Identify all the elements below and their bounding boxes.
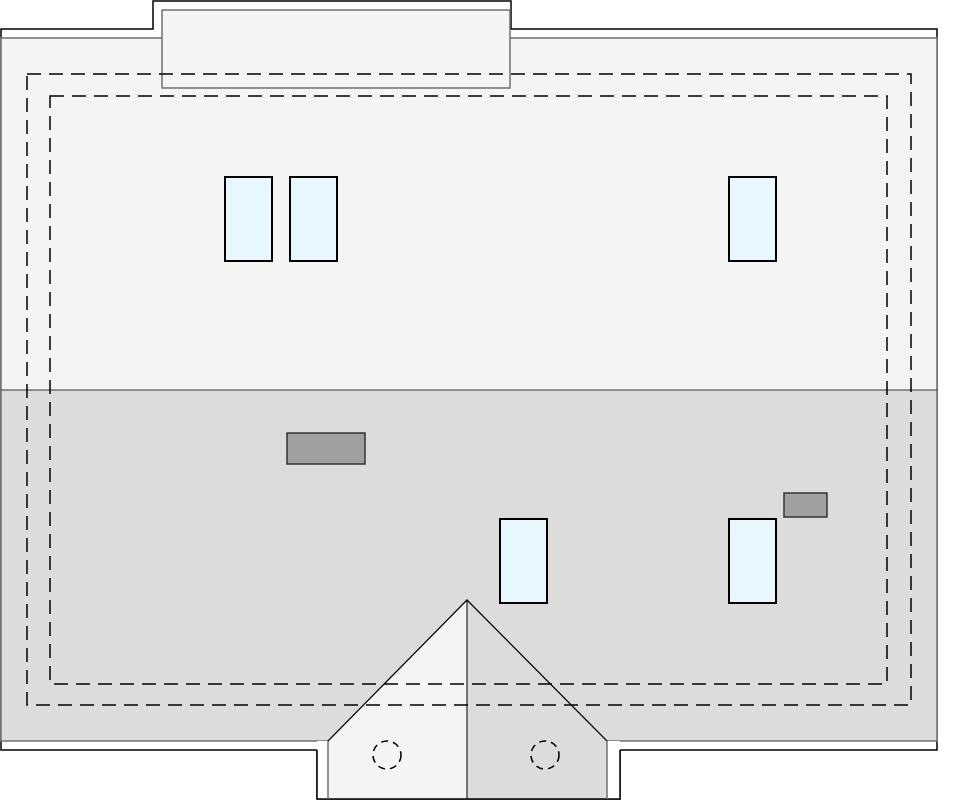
dormer <box>161 9 511 89</box>
skylight-window <box>728 176 777 262</box>
chimney <box>783 492 828 518</box>
roof-plane-upper <box>1 38 937 390</box>
outer-wall-dashed <box>26 73 912 706</box>
vent-circle <box>530 740 560 770</box>
gable-outline <box>316 750 621 800</box>
gable-hips <box>327 599 608 799</box>
vent-circle <box>372 740 402 770</box>
skylight-window <box>289 176 338 262</box>
gable-white-band-left <box>317 741 328 799</box>
gable-white-band-right <box>607 741 620 799</box>
skylight-window <box>499 518 548 604</box>
inner-wall-dashed <box>49 95 888 685</box>
gable-left-plane <box>328 600 467 799</box>
gable-right-plane <box>467 600 607 799</box>
skylight-window <box>728 518 777 604</box>
chimney <box>286 432 366 465</box>
skylight-window <box>224 176 273 262</box>
